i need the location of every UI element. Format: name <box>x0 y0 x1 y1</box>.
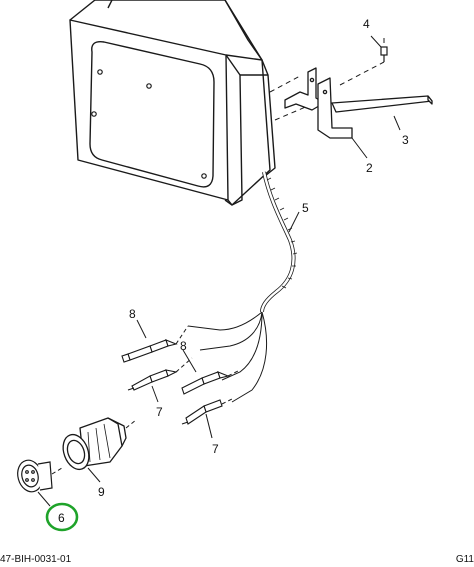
callout-2: 2 <box>366 161 373 175</box>
terminal-8-lower <box>181 371 230 395</box>
housing-top-line <box>107 0 113 9</box>
callout-3: 3 <box>402 133 409 147</box>
callout-9: 9 <box>98 485 105 499</box>
housing <box>69 0 276 206</box>
callout-7-upper: 7 <box>156 405 163 419</box>
lens-screws <box>91 69 207 179</box>
connector-plug <box>62 417 127 471</box>
screw-top-left <box>97 69 103 75</box>
bolt <box>380 46 388 62</box>
bracket <box>284 67 353 139</box>
screw-bottom-right <box>201 173 207 179</box>
sheet-code: G11 <box>455 554 474 565</box>
screw-bottom-left <box>91 111 97 117</box>
highlight-ring <box>45 502 79 532</box>
brace-bar <box>331 95 433 113</box>
plug-dash-line <box>125 419 137 429</box>
callout-8-lower: 8 <box>180 339 187 353</box>
leader-lines <box>37 35 401 507</box>
callout-4: 4 <box>363 17 370 31</box>
terminal-8-upper <box>121 339 178 363</box>
wiring-harness <box>187 171 298 403</box>
callout-6: 6 <box>58 511 65 525</box>
terminal-7-upper <box>127 369 178 391</box>
receptacle <box>17 459 53 493</box>
screw-top-right <box>146 83 152 89</box>
terminal-7-lower <box>181 399 223 425</box>
drawing-number: 47-BIH-0031-01 <box>0 554 72 565</box>
receptacle-dash-line <box>51 467 63 475</box>
callout-7-lower: 7 <box>212 442 219 456</box>
callout-8-upper: 8 <box>129 307 136 321</box>
callout-5: 5 <box>302 201 309 215</box>
